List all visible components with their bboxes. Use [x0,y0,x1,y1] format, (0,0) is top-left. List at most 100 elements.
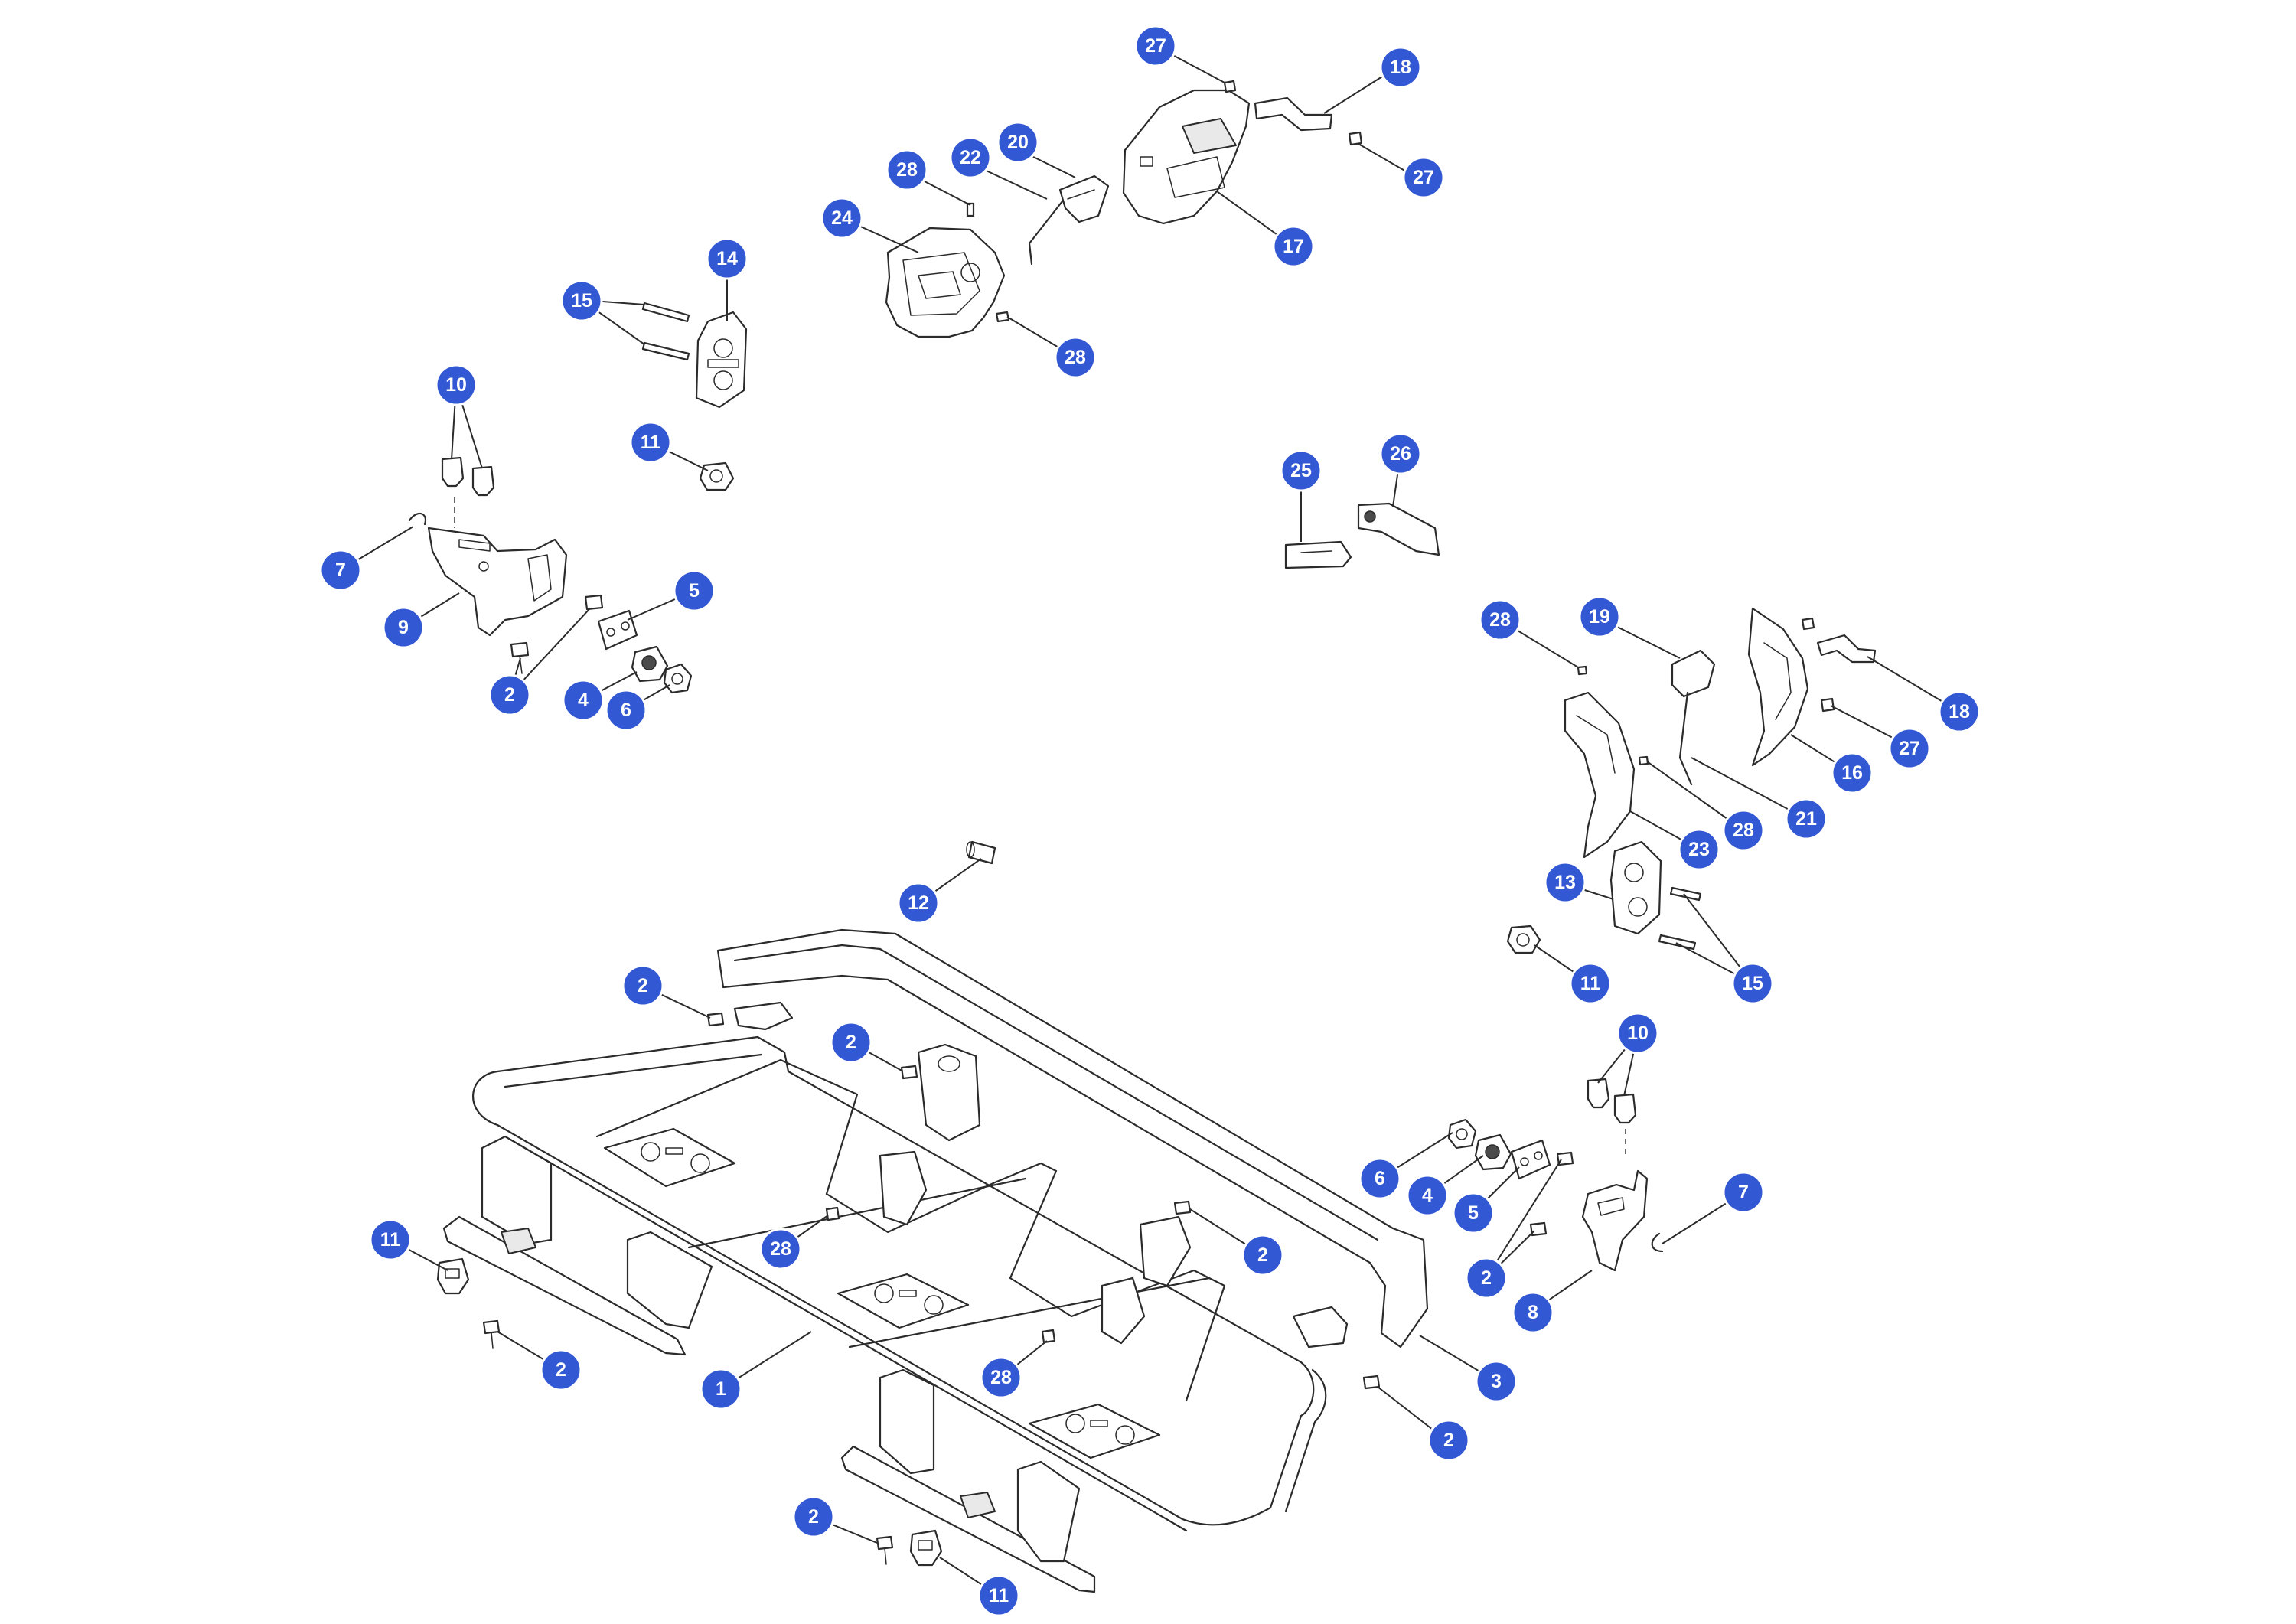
svg-text:3: 3 [1491,1371,1502,1392]
svg-text:21: 21 [1795,808,1817,830]
callout-16: 16 [1831,752,1874,794]
callout-15: 15 [1731,962,1774,1005]
part-21-rod-right [1678,691,1693,786]
svg-text:7: 7 [1738,1182,1749,1203]
part-4-bushing-lower [1474,1133,1512,1171]
callout-2: 2 [1241,1234,1284,1277]
callout-28: 28 [885,148,928,191]
callout-28: 28 [1479,598,1521,641]
callout-28: 28 [1054,336,1097,379]
part-17-shield-cover [1122,89,1251,225]
part-11-clip-right [1506,925,1541,954]
callout-24: 24 [820,197,863,240]
callout-4: 4 [1406,1174,1449,1217]
part-28-screws-frame [825,1206,1056,1344]
part-16-side-shield-right [1747,607,1809,767]
part-22-rod [1028,196,1067,266]
part-27-screws-top [1223,80,1363,146]
part-18-handle-upper [1254,96,1333,132]
svg-text:28: 28 [990,1367,1012,1388]
part-6-nut-lower [1447,1118,1477,1150]
svg-text:23: 23 [1688,839,1710,860]
part-15-bolts-right [1658,886,1702,951]
callout-7: 7 [319,549,362,592]
svg-text:11: 11 [989,1585,1009,1606]
callout-22: 22 [949,136,992,179]
callout-4: 4 [562,679,605,722]
svg-text:28: 28 [1065,347,1086,368]
callout-28: 28 [980,1356,1022,1399]
callout-15: 15 [560,279,603,322]
callout-2: 2 [830,1021,872,1064]
svg-text:20: 20 [1007,132,1029,153]
part-24-side-shield-left [885,227,1006,338]
callout-6: 6 [605,689,647,732]
svg-text:16: 16 [1841,762,1863,784]
part-5-plate-upper [597,609,638,651]
svg-text:2: 2 [1443,1430,1454,1451]
part-1-seat-frame [442,1001,1349,1593]
svg-text:5: 5 [1468,1202,1479,1224]
svg-text:4: 4 [578,690,589,711]
svg-text:17: 17 [1283,236,1304,257]
svg-text:2: 2 [808,1506,819,1528]
part-25-cover [1284,540,1352,569]
callout-20: 20 [996,121,1039,164]
part-13-hinge-bracket-right [1609,840,1662,935]
callout-27: 27 [1134,24,1177,67]
callout-2: 2 [792,1495,835,1538]
callout-8: 8 [1512,1291,1554,1334]
part-23-shield-right [1564,691,1636,859]
callout-6: 6 [1358,1157,1401,1200]
svg-text:10: 10 [445,374,467,396]
callout-bubbles: 27 18 27 20 22 28 24 17 28 14 15 10 11 2… [319,24,1981,1617]
svg-text:22: 22 [960,147,981,168]
callout-2: 2 [1427,1419,1470,1462]
part-4-bushing-upper [631,645,669,683]
callout-2: 2 [621,964,664,1007]
callout-12: 12 [897,882,940,925]
svg-text:2: 2 [1481,1267,1492,1289]
callout-2: 2 [540,1348,582,1391]
svg-text:27: 27 [1145,35,1166,57]
svg-text:15: 15 [571,290,592,311]
leader-lines [340,45,1960,1596]
part-5-plate-lower [1510,1139,1551,1180]
svg-text:14: 14 [716,248,738,269]
part-7-clip-upper [408,512,427,526]
part-28-screw-top-a [966,202,975,217]
part-7-clip-lower [1651,1232,1664,1253]
svg-text:7: 7 [335,559,346,581]
callout-11: 11 [369,1218,412,1261]
svg-text:9: 9 [398,617,409,638]
part-15-bolts-upper [641,302,690,361]
svg-text:2: 2 [1257,1244,1268,1266]
callout-17: 17 [1272,225,1315,268]
callout-25: 25 [1280,449,1322,492]
part-6-nut-upper [663,663,693,694]
callout-19: 19 [1578,595,1621,638]
svg-text:12: 12 [908,892,929,914]
callout-11: 11 [1569,962,1612,1005]
svg-text:5: 5 [689,580,700,602]
svg-text:4: 4 [1422,1185,1433,1206]
part-11-clips-frame [436,1257,943,1567]
callout-14: 14 [706,237,748,280]
svg-text:18: 18 [1949,701,1970,722]
part-28-screws-right [1577,665,1649,766]
callout-5: 5 [673,569,716,612]
svg-text:11: 11 [1580,973,1601,994]
svg-text:26: 26 [1390,443,1411,465]
svg-text:6: 6 [1375,1168,1385,1189]
svg-text:25: 25 [1290,460,1312,481]
callout-28: 28 [1722,809,1765,852]
svg-text:27: 27 [1899,738,1920,759]
svg-text:18: 18 [1390,57,1411,78]
svg-text:27: 27 [1413,167,1434,188]
part-9-mount-bracket [427,527,568,637]
callout-1: 1 [700,1368,742,1410]
callout-9: 9 [382,606,425,649]
part-18-handle-right [1816,634,1877,664]
part-28-screw-top-b [995,311,1010,323]
